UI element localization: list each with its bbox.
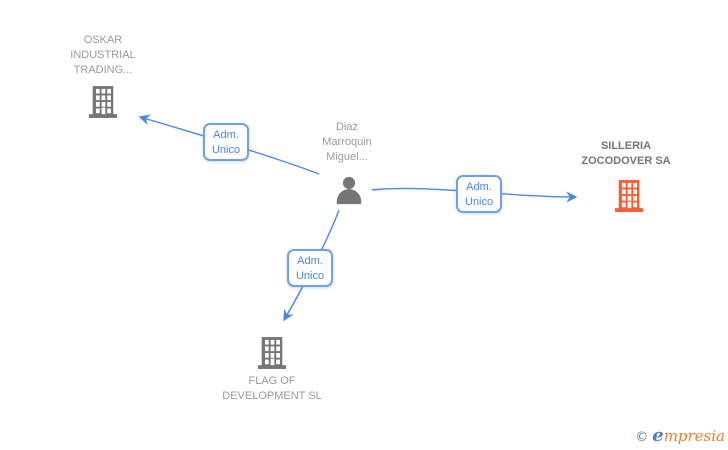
building-icon xyxy=(257,335,287,376)
node-label-flag: FLAG OF DEVELOPMENT SL xyxy=(222,375,322,402)
edge-label-adm-unico-flag[interactable]: Adm. Unico xyxy=(287,249,333,287)
building-icon xyxy=(88,84,118,125)
copyright-icon: © xyxy=(635,430,649,445)
empresia-brand-text: mpresia xyxy=(663,427,725,445)
empresia-brand-initial: e xyxy=(652,425,664,446)
person-icon xyxy=(334,175,364,210)
node-label-silleria: SILLERIA ZOCODOVER SA xyxy=(581,140,671,167)
edge-label-adm-unico-silleria[interactable]: Adm. Unico xyxy=(456,175,502,213)
node-label-diaz: Diaz Marroquin Miguel... xyxy=(322,121,372,163)
node-label-oskar: OSKAR INDUSTRIAL TRADING... xyxy=(70,34,136,76)
empresia-logo[interactable]: ©empresia xyxy=(635,425,725,446)
edge-label-adm-unico-oskar[interactable]: Adm. Unico xyxy=(203,123,249,161)
building-icon xyxy=(614,178,644,219)
